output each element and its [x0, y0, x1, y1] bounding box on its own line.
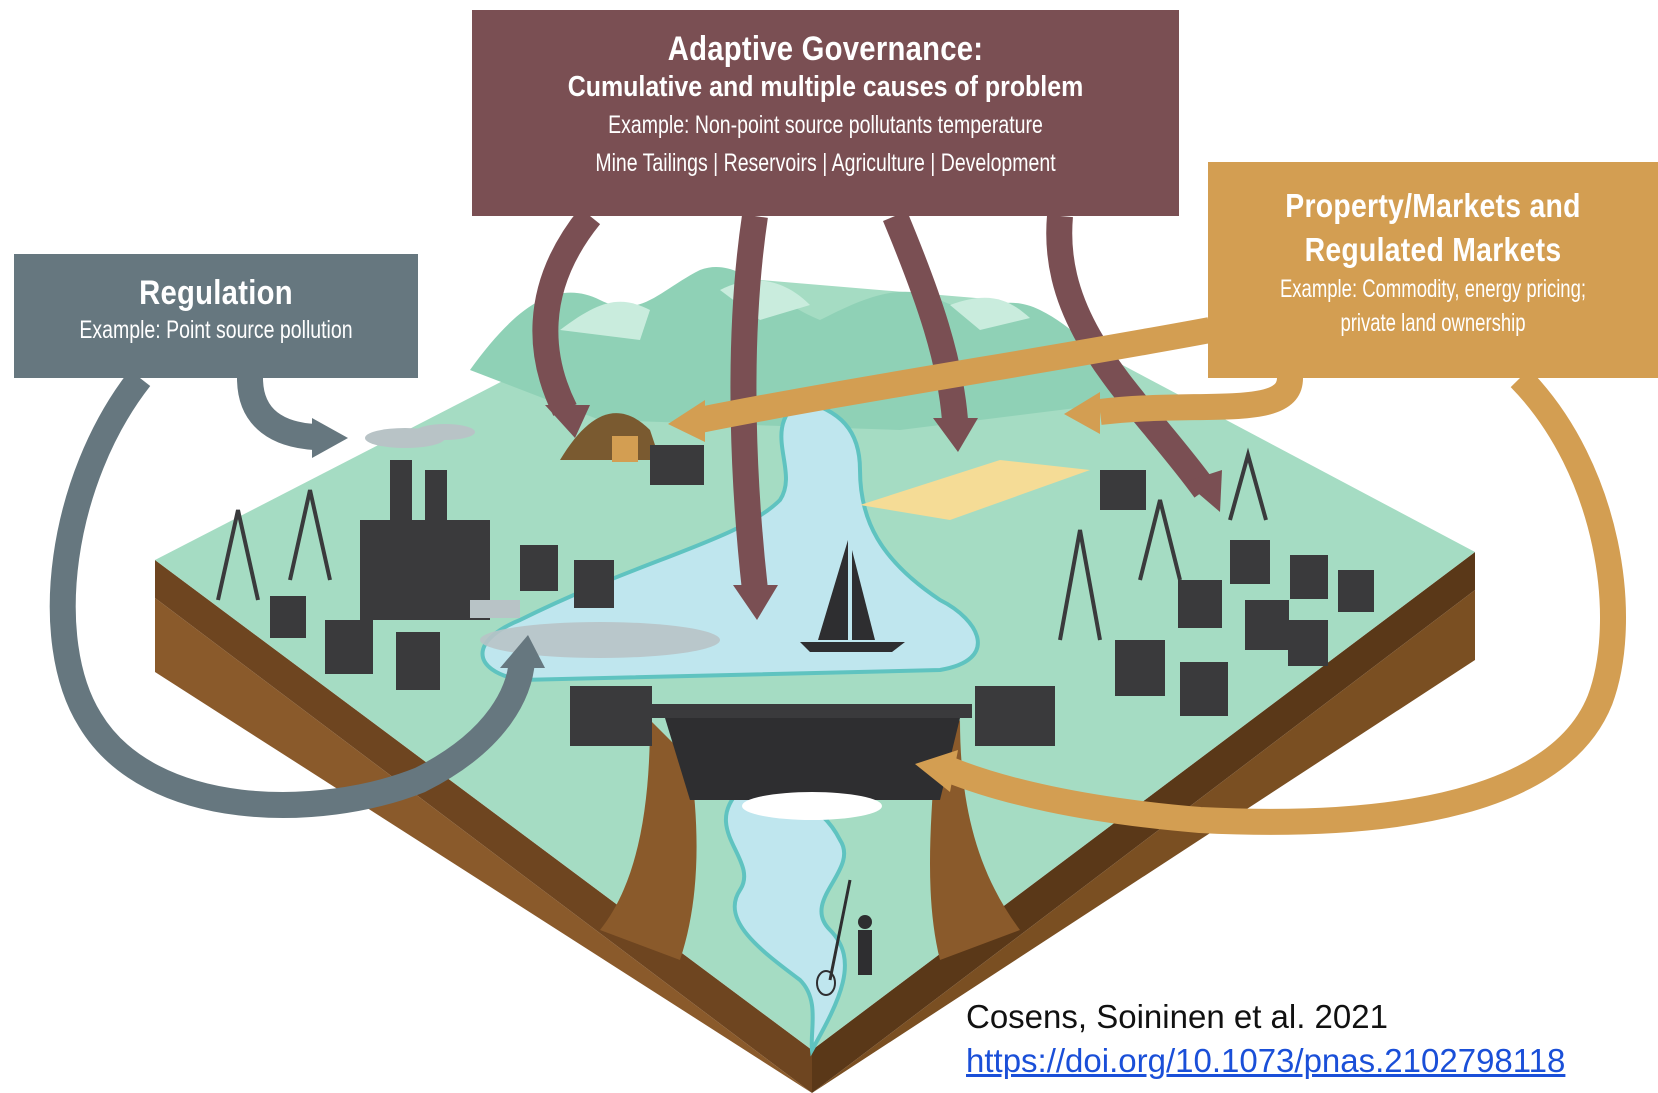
mine — [560, 413, 660, 462]
person-with-net — [816, 879, 872, 996]
canyon — [600, 720, 697, 960]
property-arrowheads — [668, 392, 1100, 792]
regulation-box: Regulation Example: Point source polluti… — [14, 254, 418, 378]
dam — [652, 704, 972, 820]
sailboat — [800, 540, 905, 652]
property-markets-title-line1: Property/Markets and — [1285, 187, 1581, 224]
citation-doi-link[interactable]: https://doi.org/10.1073/pnas.2102798118 — [966, 1042, 1566, 1079]
adaptive-arrowheads — [545, 405, 1222, 620]
property-markets-example-line1: Example: Commodity, energy pricing; — [1279, 275, 1587, 303]
farm-field — [860, 460, 1090, 520]
regulation-example: Example: Point source pollution — [79, 316, 353, 344]
property-markets-title-line2: Regulated Markets — [1304, 231, 1562, 268]
regulation-arrows — [49, 369, 535, 818]
adaptive-governance-box: Adaptive Governance: Cumulative and mult… — [472, 10, 1179, 216]
citation-text: Cosens, Soininen et al. 2021 — [966, 998, 1388, 1035]
adaptive-governance-title: Adaptive Governance: — [667, 30, 984, 68]
adaptive-governance-list: Mine Tailings | Reservoirs | Agriculture… — [595, 149, 1056, 177]
buildings — [270, 445, 1374, 746]
property-arrows — [697, 317, 1626, 835]
property-markets-box: Property/Markets and Regulated Markets E… — [1208, 162, 1658, 378]
factory — [360, 424, 520, 620]
adaptive-governance-example: Example: Non-point source pollutants tem… — [608, 111, 1043, 139]
adaptive-governance-subtitle: Cumulative and multiple causes of proble… — [567, 71, 1084, 103]
regulation-title: Regulation — [139, 274, 293, 312]
regulation-arrowheads — [312, 418, 545, 668]
property-markets-example-line2: private land ownership — [1340, 309, 1526, 337]
pollution-plume — [480, 622, 720, 658]
transmission-towers — [216, 447, 1268, 641]
